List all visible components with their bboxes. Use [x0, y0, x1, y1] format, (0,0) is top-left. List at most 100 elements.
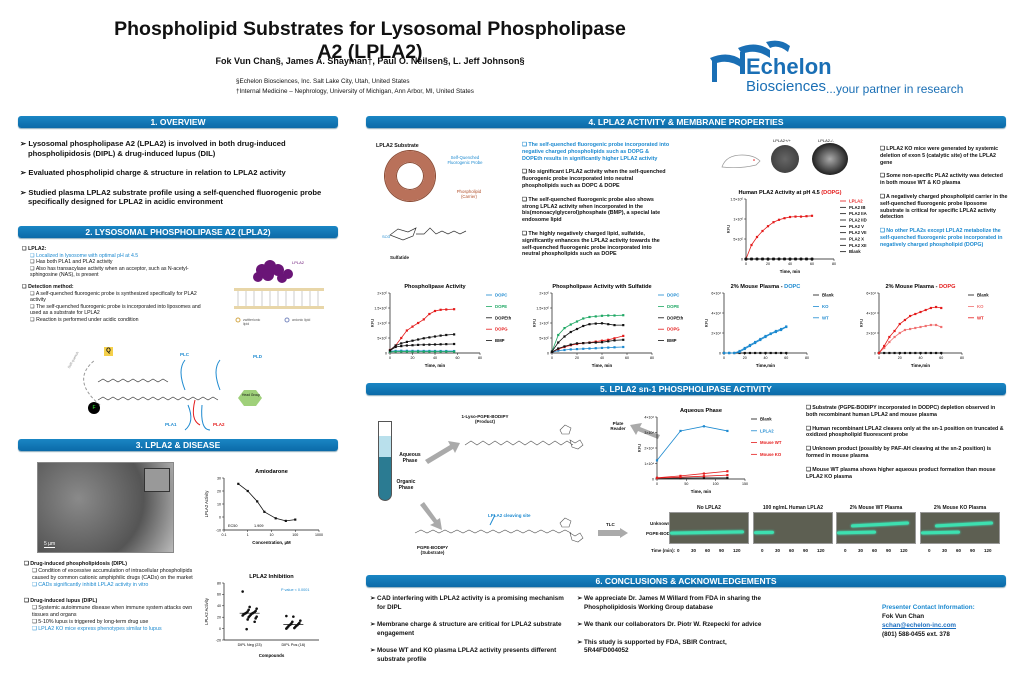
chart-title: 2% Mouse Plasma - DOPG — [886, 284, 956, 290]
data-point — [750, 243, 753, 247]
lane-label: 60 — [789, 548, 795, 553]
series-line — [389, 334, 455, 351]
data-point — [445, 308, 448, 311]
legend-label: PLA2 IIA — [849, 211, 867, 216]
y-tick-label: 0 — [741, 257, 743, 261]
product-label: 1-Lyso-PGPE-BODIPY (Product) — [461, 414, 509, 424]
overview-item: Studied plasma LPLA2 substrate profile u… — [20, 188, 340, 207]
section-6-header: 6. CONCLUSIONS & ACKNOWLEDGEMENTS — [366, 575, 1006, 587]
data-point — [883, 351, 886, 355]
legend-label: BMP — [495, 338, 505, 343]
data-point — [733, 351, 736, 355]
y-axis-label: RFU — [726, 225, 731, 234]
ko-cell-label: LPLA2-/- — [818, 138, 834, 143]
product-structure-icon — [464, 424, 584, 450]
data-point — [256, 500, 259, 503]
data-point — [263, 510, 266, 513]
legend-label: PLA2 IB — [849, 205, 865, 210]
data-point — [788, 257, 792, 261]
data-point — [417, 321, 420, 325]
section-5-header: 5. LPLA2 sn-1 PHOSPHOLIPASE ACTIVITY — [366, 383, 1006, 395]
affiliation-2: †Internal Medicine – Nephrology, Univers… — [236, 88, 474, 95]
data-point — [702, 476, 706, 480]
series-line — [238, 483, 296, 522]
data-point — [575, 348, 579, 351]
x-tick-label: 0 — [745, 262, 747, 266]
tlc-label: TLC — [606, 522, 615, 527]
contact-title: Presenter Contact Information: — [882, 604, 975, 611]
data-point — [774, 329, 777, 333]
data-point — [738, 349, 741, 353]
x-tick-label: 60 — [456, 356, 460, 360]
overview-list: Lysosomal phospholipase A2 (LPLA2) is in… — [20, 139, 340, 217]
legend-label: Blank — [849, 249, 861, 254]
data-point — [557, 333, 560, 337]
data-point — [417, 350, 420, 353]
y-tick-label: 0 — [219, 627, 221, 631]
x-tick-label: 0 — [723, 356, 725, 360]
data-point — [411, 325, 414, 328]
lane-label: 30 — [942, 548, 948, 553]
x-axis-label: Time,min — [911, 363, 931, 368]
data-point — [588, 341, 591, 344]
x-category-label: DIPL Pos (16) — [281, 643, 305, 647]
logo-name: Echelon — [746, 54, 832, 79]
x-tick-label: 40 — [788, 262, 792, 266]
data-point — [569, 348, 572, 351]
echelon-logo: Echelon Biosciences ...your partner in r… — [708, 38, 1008, 100]
data-point — [794, 215, 797, 218]
contact-email-link[interactable]: schan@echelon-inc.com — [882, 622, 957, 629]
chart-title: Amiodarone — [255, 469, 288, 475]
data-point — [755, 235, 759, 239]
data-point — [903, 318, 907, 322]
liposome-illustration — [385, 151, 435, 201]
time-label: Time (min): — [651, 548, 676, 553]
x-tick-label: 20 — [743, 356, 747, 360]
plc-label: PLC — [180, 352, 189, 357]
data-point — [588, 315, 591, 319]
data-point — [788, 215, 792, 219]
legend-label: DOPG — [667, 327, 680, 332]
lane-label: 120 — [733, 548, 741, 553]
acknowledgement-item: This study is supported by FDA, SBIR Con… — [577, 639, 767, 656]
data-point — [439, 343, 442, 346]
tlc-arrow-icon — [598, 528, 628, 538]
dipl-heading: Drug-induced phospholipidosis (DIPL) — [24, 561, 204, 568]
probe-label: Self-Quenched Fluorogenic Probe — [447, 155, 483, 165]
data-point — [422, 318, 425, 321]
data-point — [761, 257, 764, 261]
data-point — [679, 476, 682, 479]
data-point — [600, 314, 604, 317]
chart-title-highlight: DOPG — [939, 284, 955, 290]
data-point — [783, 217, 786, 220]
contact-name: Fok Vun Chan — [882, 613, 925, 620]
data-point — [411, 339, 414, 342]
detection-heading: Detection method: — [22, 284, 212, 291]
data-point — [607, 314, 610, 317]
legend-label: PLA2 X — [849, 237, 864, 242]
x-tick-label: 100 — [292, 533, 298, 537]
sn1-item: Substrate (PGPE-BODIPY incorporated in D… — [806, 405, 1006, 419]
data-point — [898, 351, 901, 355]
data-point — [934, 305, 938, 309]
unknown-label: Unknown — [650, 521, 671, 526]
aqueous-label: Aqueous Phase — [399, 452, 421, 464]
data-point — [405, 329, 408, 332]
data-point — [919, 325, 922, 329]
lpla2-substrate-label: LPLA2 Substrate — [376, 143, 419, 149]
mouse-icon — [721, 154, 761, 169]
series-line — [656, 470, 728, 479]
chart-title: LPLA2 Inhibition — [249, 574, 294, 580]
x-axis-label: Time, min — [425, 363, 446, 368]
data-point — [702, 472, 706, 475]
data-point — [893, 351, 896, 355]
probe-structure-icon — [83, 359, 262, 431]
data-point — [914, 312, 917, 316]
data-point — [726, 474, 729, 477]
data-point — [582, 347, 585, 350]
data-point — [400, 350, 403, 353]
x-axis-label: Time, min — [592, 363, 613, 368]
data-point — [810, 214, 814, 217]
data-point — [919, 351, 922, 355]
